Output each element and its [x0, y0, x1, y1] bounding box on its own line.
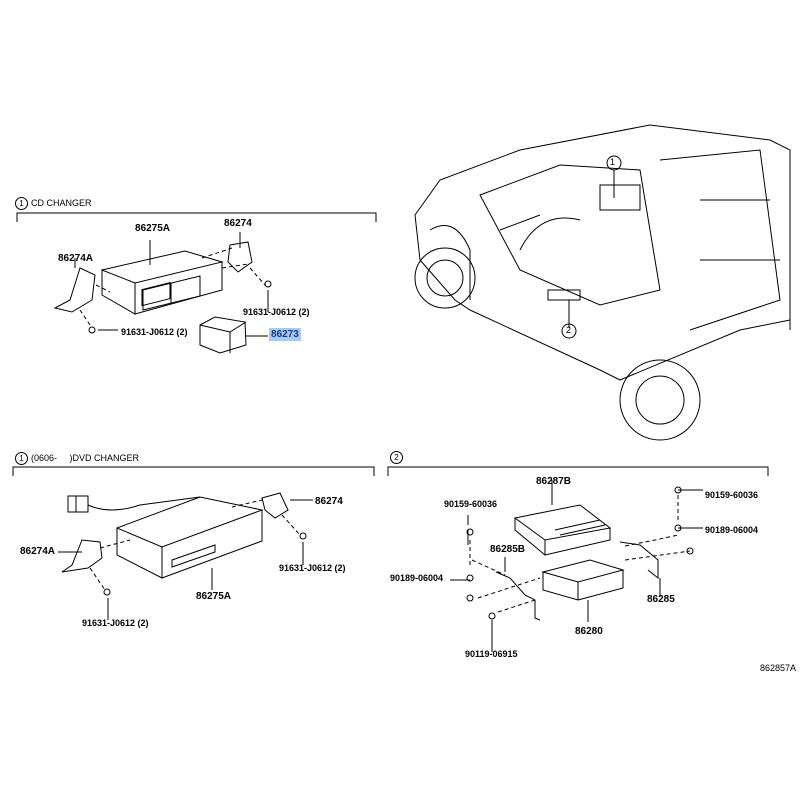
- section-index: 1: [15, 197, 28, 210]
- part-91631-J0612-left[interactable]: 91631-J0612 (2): [82, 618, 149, 628]
- part-90159-60036-right[interactable]: 90159-60036: [705, 490, 759, 500]
- part-86285[interactable]: 86285: [647, 594, 675, 605]
- part-91631-J0612-right[interactable]: 91631-J0612 (2): [279, 563, 346, 573]
- vehicle-callout-1[interactable]: 1: [610, 157, 616, 167]
- part-86274[interactable]: 86274: [315, 496, 343, 507]
- part-86274[interactable]: 86274: [224, 218, 252, 229]
- part-86274A[interactable]: 86274A: [58, 253, 94, 264]
- section-index: 2: [390, 451, 403, 464]
- dvd-changer-drawing: [58, 492, 313, 620]
- part-90189-06004-right[interactable]: 90189-06004: [705, 525, 759, 535]
- vehicle-drawing: [414, 124, 791, 441]
- part-90189-06004-left[interactable]: 90189-06004: [390, 573, 444, 583]
- cd-changer-drawing: [53, 232, 272, 354]
- section-header-cd-changer: 1 CD CHANGER: [15, 197, 92, 210]
- amplifier-drawing: [450, 480, 703, 652]
- part-86287B[interactable]: 86287B: [536, 476, 572, 487]
- part-90119-06915[interactable]: 90119-06915: [465, 649, 518, 659]
- part-86275A[interactable]: 86275A: [196, 591, 232, 602]
- part-86275A[interactable]: 86275A: [135, 223, 171, 234]
- vehicle-callout-2[interactable]: 2: [566, 325, 572, 335]
- section-bracket-amp: [387, 466, 769, 476]
- section-title: CD CHANGER: [31, 198, 92, 208]
- part-90159-60036-left[interactable]: 90159-60036: [444, 499, 498, 509]
- part-91631-J0612-left[interactable]: 91631-J0612 (2): [121, 327, 188, 337]
- section-header-amplifier: 2: [390, 451, 403, 464]
- section-bracket-cd: [16, 212, 377, 222]
- part-86285B[interactable]: 86285B: [490, 544, 526, 555]
- section-title: (0606- )DVD CHANGER: [31, 453, 140, 463]
- part-86280[interactable]: 86280: [575, 626, 603, 637]
- part-91631-J0612-right[interactable]: 91631-J0612 (2): [243, 307, 310, 317]
- illustration-code: 862857A: [760, 663, 797, 673]
- part-86273-highlighted[interactable]: 86273: [269, 328, 301, 341]
- section-header-dvd-changer: 1 (0606- )DVD CHANGER: [15, 452, 139, 465]
- section-index: 1: [15, 452, 28, 465]
- section-bracket-dvd: [12, 466, 375, 476]
- part-86274A[interactable]: 86274A: [20, 546, 56, 557]
